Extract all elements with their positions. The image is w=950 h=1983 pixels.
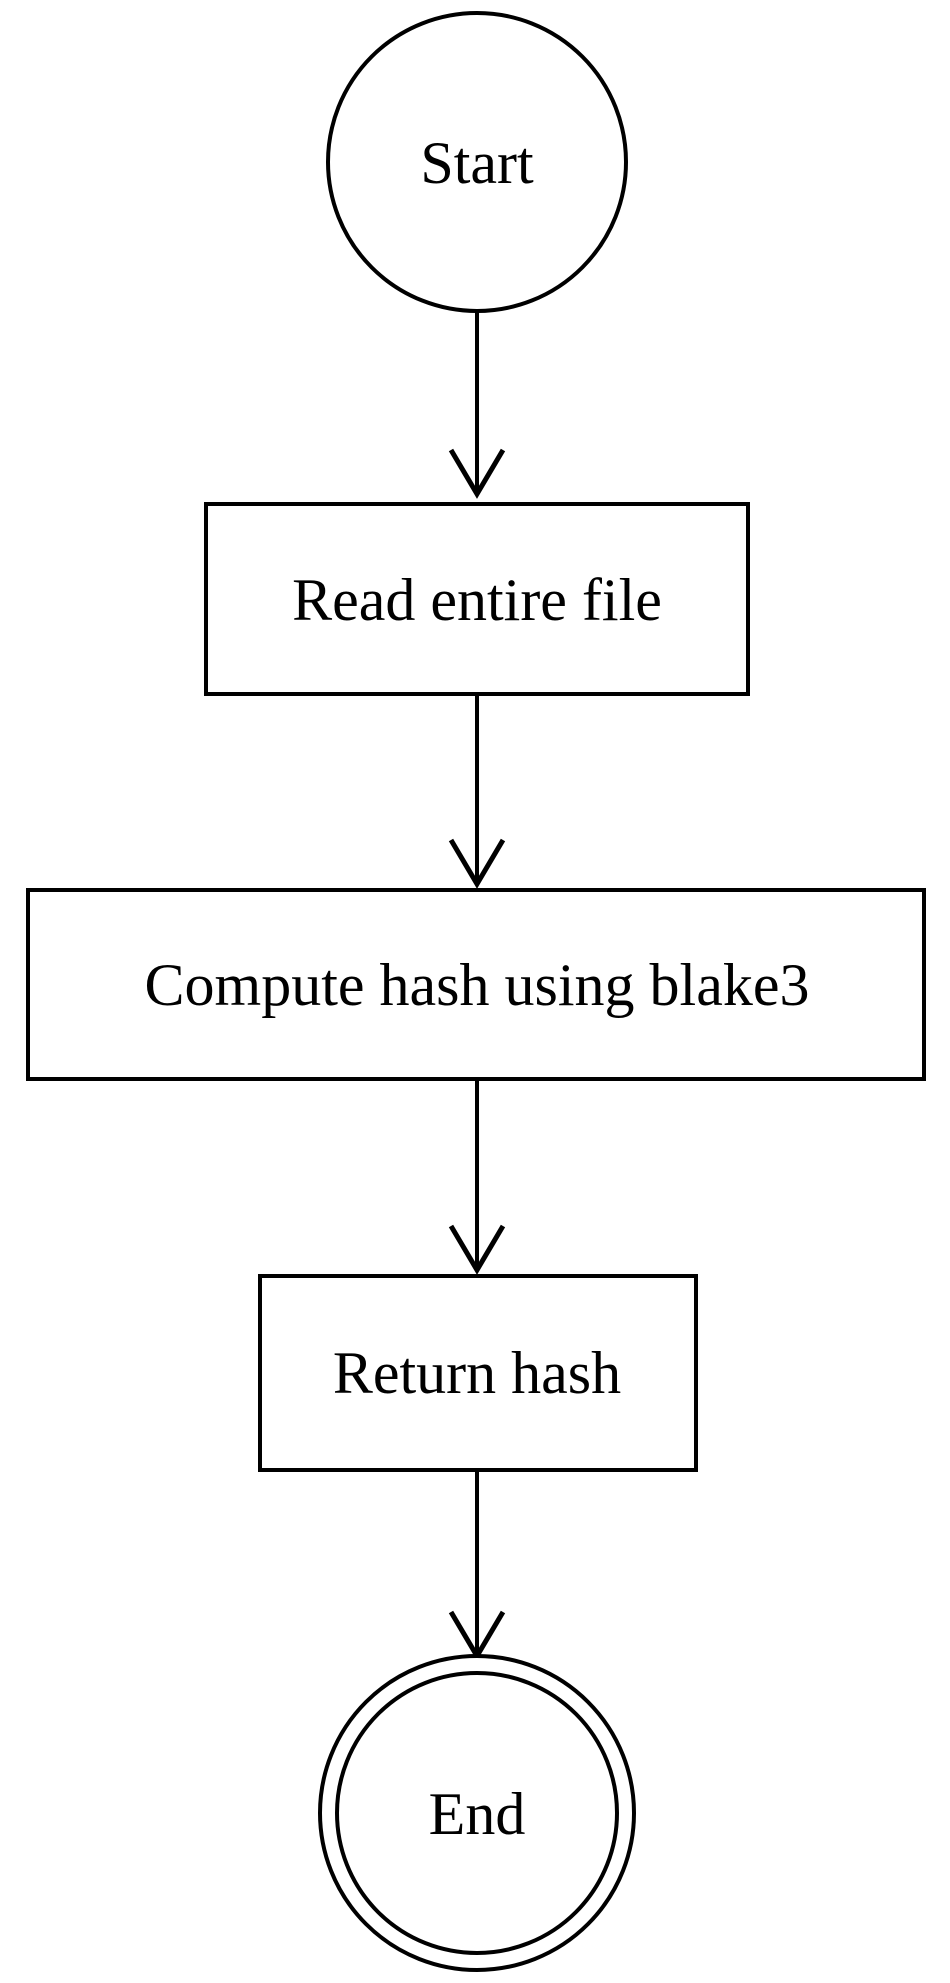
start-node-label: Start xyxy=(420,130,534,196)
end-node-label: End xyxy=(429,1781,526,1847)
compute-hash-node: Compute hash using blake3 xyxy=(26,888,926,1081)
edge-return-to-end xyxy=(448,1470,506,1661)
return-hash-node: Return hash xyxy=(258,1274,698,1472)
end-node: End xyxy=(318,1654,636,1972)
start-node: Start xyxy=(326,11,628,313)
edge-read-to-compute xyxy=(448,694,506,889)
edge-start-to-read xyxy=(448,311,506,499)
compute-hash-node-label: Compute hash using blake3 xyxy=(145,952,810,1018)
return-hash-node-label: Return hash xyxy=(333,1340,621,1406)
edge-compute-to-return xyxy=(448,1079,506,1275)
read-file-node: Read entire file xyxy=(204,502,750,696)
read-file-node-label: Read entire file xyxy=(292,567,662,633)
